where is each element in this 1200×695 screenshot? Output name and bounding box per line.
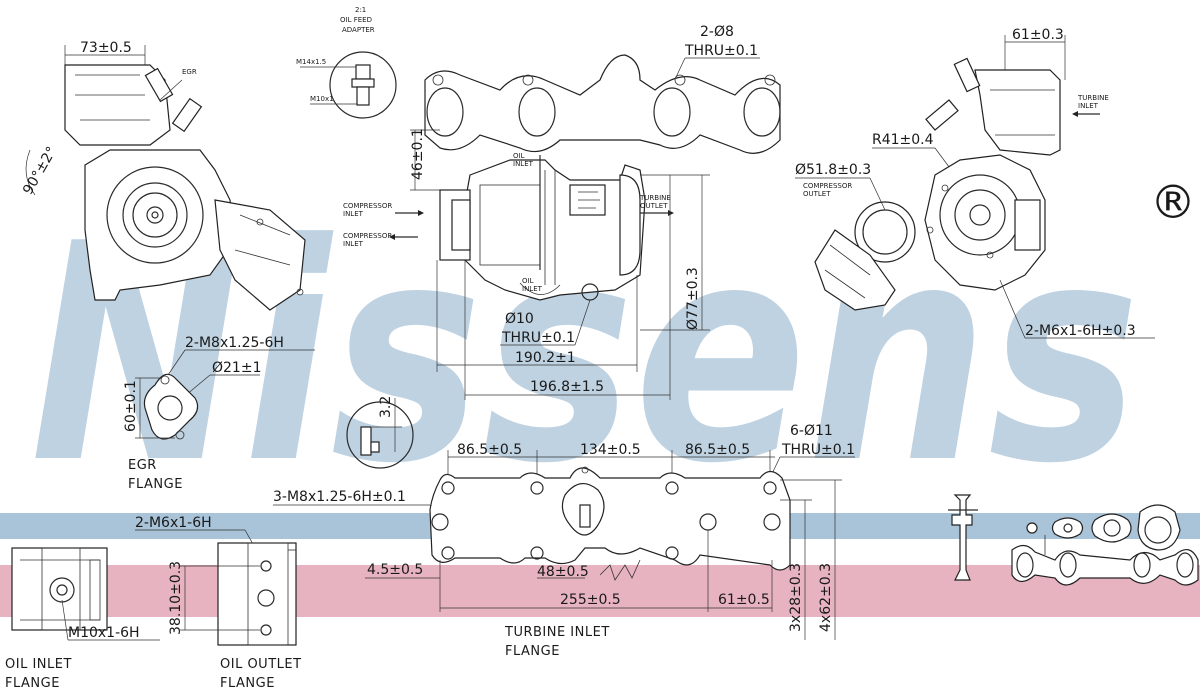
oil-outlet-title-1: OIL OUTLET	[220, 657, 302, 672]
oil-inlet-title-1: OIL INLET	[5, 657, 72, 672]
center-holes-1: 2-Ø8	[700, 24, 734, 40]
oil-inlet-thread: M10x1-6H	[68, 625, 140, 641]
oil-inlet-title-2: FLANGE	[5, 676, 60, 691]
center-holes-2: THRU±0.1	[684, 43, 758, 59]
dim-77: Ø77±0.3	[685, 267, 701, 330]
flange-dim-3x28: 3x28±0.3	[788, 563, 804, 632]
adapter-thread-bottom: M10x1	[310, 95, 334, 103]
adapter-title-2: ADAPTER	[342, 26, 375, 34]
dim-190: 190.2±1	[515, 350, 576, 366]
flange-dim-4-5: 4.5±0.5	[367, 562, 423, 578]
oil-feed-adapter-detail: 2:1 OIL FEED ADAPTER M14x1.5 M10x1	[296, 6, 397, 119]
oil-outlet-dim: 38.10±0.3	[168, 561, 184, 635]
dia-51: Ø51.8±0.3	[795, 162, 871, 178]
oil-inlet-flange-detail: M10x1-6H OIL INLET FLANGE	[5, 547, 160, 691]
egr-dia: Ø21±1	[212, 360, 261, 376]
hole-10-1: Ø10	[505, 311, 534, 327]
adapter-thread-top: M14x1.5	[296, 58, 326, 66]
oil-outlet-flange-detail: 2-M6x1-6H 38.10±0.3 OIL OUTLET FLANGE	[135, 515, 302, 691]
egr-label: EGR	[182, 68, 197, 76]
flange-dim-86-right: 86.5±0.5	[685, 442, 750, 458]
detail-3-2: 3.2	[378, 396, 394, 418]
flange-dim-48: 48±0.5	[537, 564, 589, 580]
turbine-flange-title-1: TURBINE INLET	[504, 625, 610, 640]
registered-mark: ®	[1150, 175, 1196, 229]
top-left-turbo-view: 73±0.5 EGR 90°±2°	[20, 40, 306, 311]
oil-outlet-title-2: FLANGE	[220, 676, 275, 691]
accessory-parts	[948, 494, 1199, 586]
dim-73: 73±0.5	[80, 40, 132, 56]
hole-10-2: THRU±0.1	[501, 330, 575, 346]
egr-flange-detail: 2-M8x1.25-6H Ø21±1 60±0.1 EGR FLANGE	[123, 335, 315, 492]
adapter-ratio: 2:1	[355, 6, 366, 14]
egr-title-2: FLANGE	[128, 477, 183, 492]
flange-holes-2: THRU±0.1	[781, 442, 855, 458]
flange-thread-m8: 3-M8x1.25-6H±0.1	[273, 489, 406, 505]
flange-dim-61: 61±0.5	[718, 592, 770, 608]
turbine-inlet-flange-detail: 86.5±0.5 134±0.5 86.5±0.5 6-Ø11 THRU±0.1…	[273, 423, 855, 659]
flange-dim-134: 134±0.5	[580, 442, 641, 458]
flange-holes-1: 6-Ø11	[790, 423, 833, 439]
thread-m6-right: 2-M6x1-6H±0.3	[1025, 323, 1136, 339]
egr-dim-60: 60±0.1	[123, 380, 139, 432]
egr-thread: 2-M8x1.25-6H	[185, 335, 284, 351]
flange-dim-255: 255±0.5	[560, 592, 621, 608]
dim-196: 196.8±1.5	[530, 379, 604, 395]
egr-title-1: EGR	[128, 458, 157, 473]
small-3-2-detail: 3.2	[346, 396, 414, 469]
dim-61-right: 61±0.3	[1012, 27, 1064, 43]
oil-outlet-thread: 2-M6x1-6H	[135, 515, 212, 531]
radius-41: R41±0.4	[872, 132, 934, 148]
flange-dim-86-left: 86.5±0.5	[457, 442, 522, 458]
flange-dim-4x62: 4x62±0.3	[818, 563, 834, 632]
turbine-flange-title-2: FLANGE	[505, 644, 560, 659]
dim-46: 46±0.1	[410, 128, 426, 180]
adapter-title-1: OIL FEED	[340, 16, 372, 24]
